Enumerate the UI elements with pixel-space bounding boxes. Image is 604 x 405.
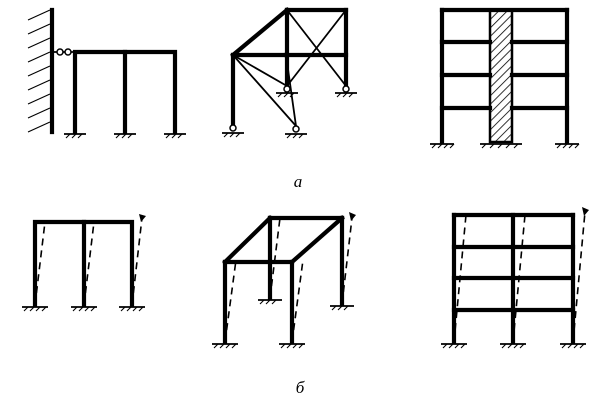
frame-a2-braced — [222, 7, 357, 139]
caption-a: а — [294, 172, 303, 191]
hinge-link — [53, 48, 75, 56]
ground-supports — [212, 299, 354, 349]
caption-b: б — [296, 378, 305, 397]
ground-supports — [441, 343, 586, 349]
pin-supports — [222, 85, 357, 139]
ground-supports — [64, 133, 186, 139]
ground-supports — [22, 306, 145, 312]
frame-a3-with-core — [430, 7, 580, 149]
hatched-wall — [27, 7, 55, 135]
frame-a1-wall-hinged — [27, 7, 186, 139]
frame-b1-sway — [22, 214, 146, 312]
hatched-core — [488, 8, 514, 144]
frame-b2-sway — [212, 212, 356, 349]
ground-supports — [430, 143, 580, 149]
frame-b3-sway — [441, 207, 589, 349]
